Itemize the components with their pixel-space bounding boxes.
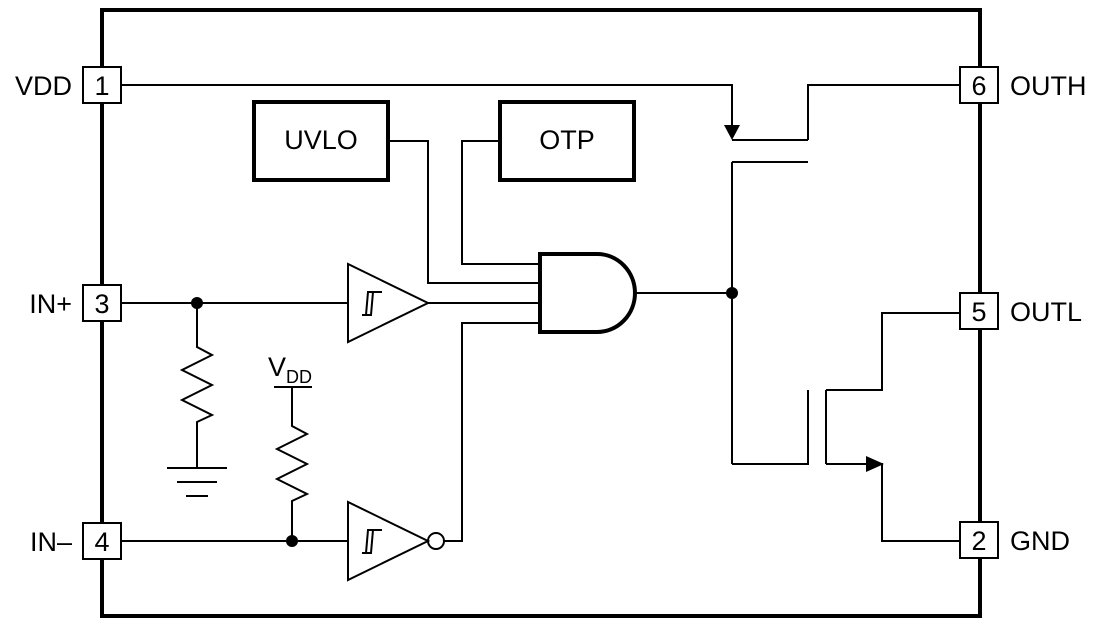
- low-side-transistor: [732, 312, 960, 542]
- hysteresis-icon: [362, 291, 382, 316]
- uvlo-block: UVLO: [252, 100, 390, 182]
- pin-in-plus: IN+ 3: [29, 284, 122, 322]
- pin-vdd-label: VDD: [15, 71, 72, 101]
- otp-block: OTP: [498, 100, 636, 182]
- pin-gnd: 2 GND: [959, 521, 1070, 559]
- high-side-transistor: [732, 84, 960, 163]
- pin-outh: 6 OUTH: [959, 66, 1087, 104]
- pin-vdd-number: 1: [94, 71, 109, 101]
- pulldown-resistor: [179, 303, 215, 468]
- pin-outh-number: 6: [971, 71, 986, 101]
- pin-gnd-label: GND: [1010, 526, 1070, 556]
- low-side-arrow: [866, 456, 884, 472]
- hysteresis-icon-inner: [365, 291, 378, 316]
- pin-in-minus-number: 4: [94, 527, 109, 557]
- otp-label: OTP: [539, 125, 595, 155]
- pullup-vdd-text: VDD: [268, 352, 312, 387]
- pin-outh-label: OUTH: [1010, 71, 1087, 101]
- pin-in-plus-label: IN+: [29, 289, 72, 319]
- pin-in-minus: IN– 4: [30, 522, 122, 560]
- pin-in-minus-label: IN–: [30, 527, 72, 557]
- pin-outl-number: 5: [971, 297, 986, 327]
- pin-vdd: VDD 1: [15, 66, 122, 104]
- pin-in-plus-number: 3: [94, 289, 109, 319]
- and-gate: [538, 252, 637, 334]
- pin-outl: 5 OUTL: [959, 292, 1082, 330]
- inverter-to-and-wire: [444, 322, 540, 542]
- uvlo-label: UVLO: [284, 125, 358, 155]
- schmitt-buffer-in-plus: [347, 262, 431, 344]
- vdd-rail-wire: [121, 84, 733, 128]
- inverter-bubble: [427, 532, 445, 550]
- ground-symbol: [167, 467, 227, 497]
- pin-outl-label: OUTL: [1010, 297, 1082, 327]
- schmitt-inverter-in-minus: [347, 500, 445, 582]
- uvlo-to-and-wire: [388, 140, 540, 284]
- otp-to-and-wire: [461, 140, 540, 265]
- hysteresis-icon-2: [362, 529, 382, 554]
- high-side-arrow: [724, 125, 740, 140]
- pullup-vdd-label: VDD: [268, 352, 312, 387]
- pin-gnd-number: 2: [971, 526, 986, 556]
- pullup-resistor: [274, 387, 310, 541]
- hysteresis-icon-2-inner: [365, 529, 378, 554]
